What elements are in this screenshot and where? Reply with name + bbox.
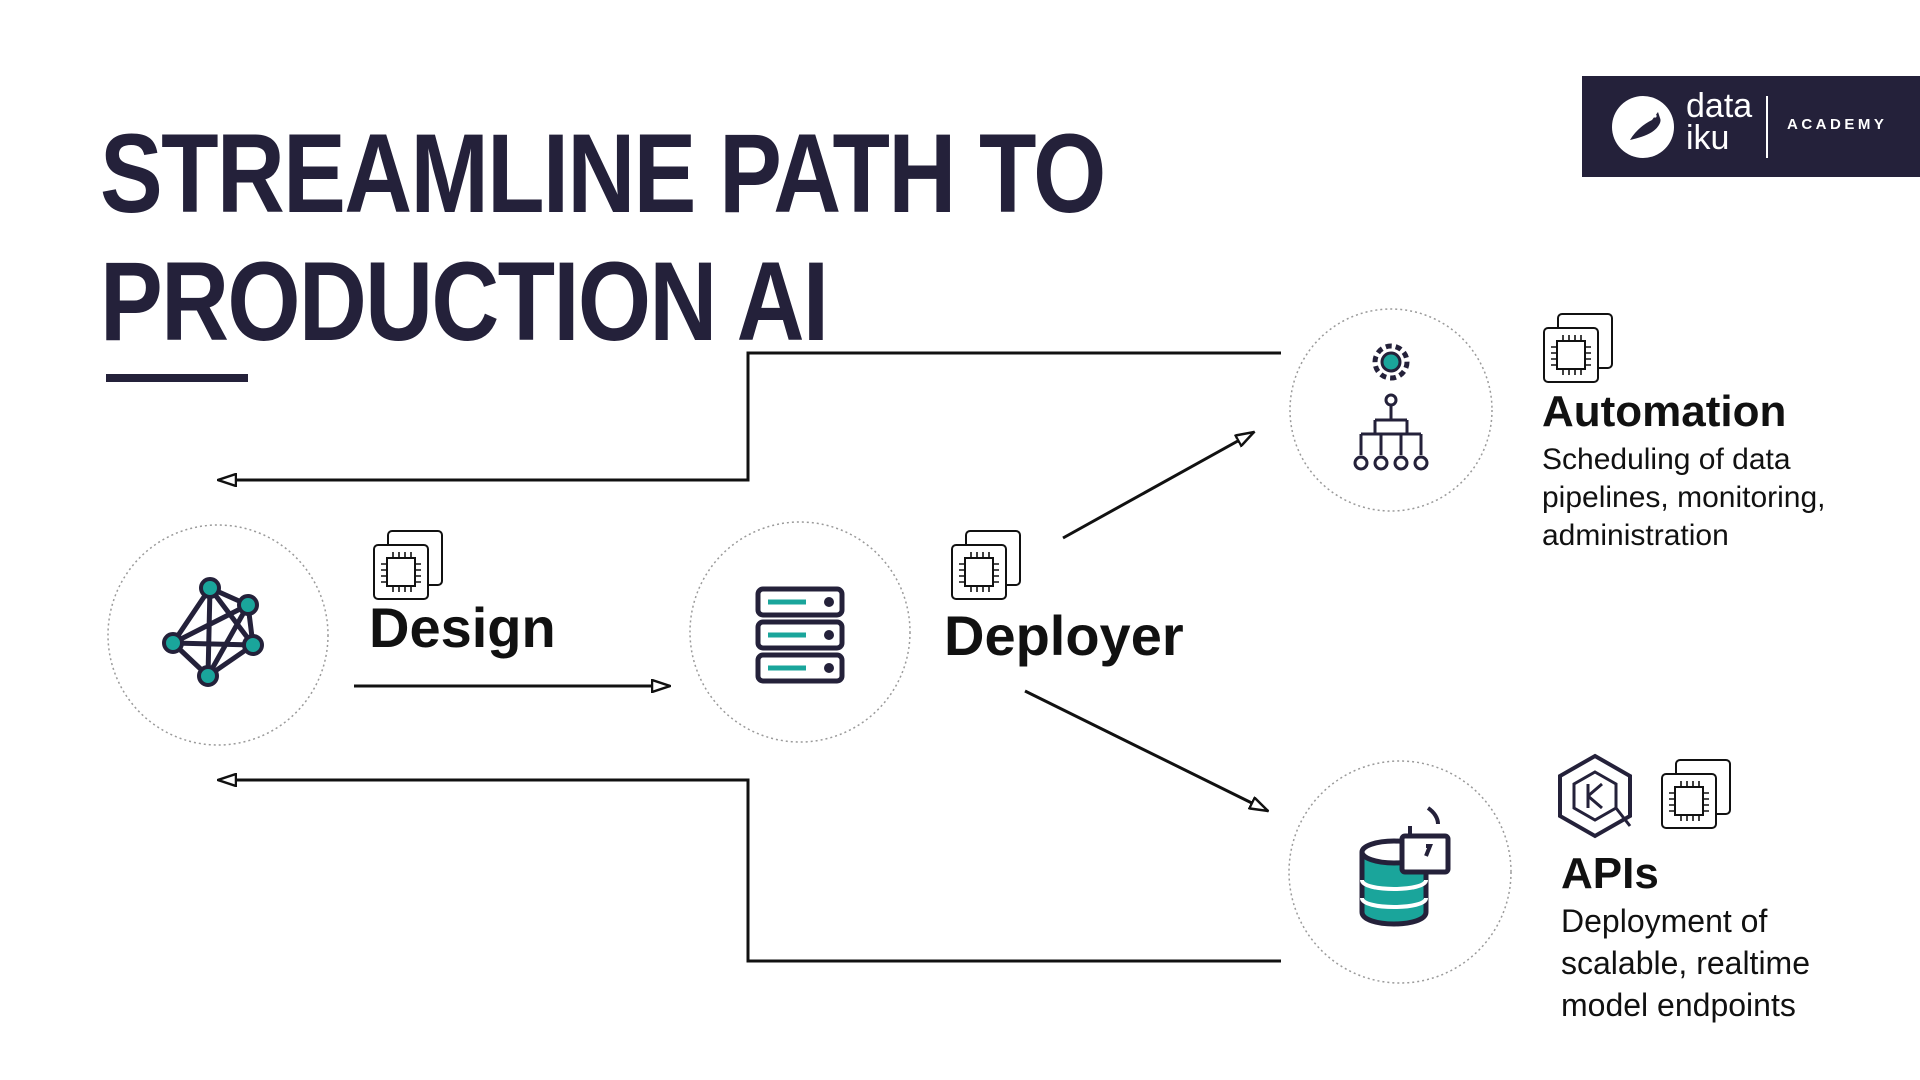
- design-node-circle: [107, 524, 329, 746]
- arrow-deployer-to-apis: [1024, 689, 1268, 811]
- automation-label: Automation: [1542, 387, 1787, 436]
- brand-word-top: data: [1686, 87, 1753, 125]
- brand-divider: [1766, 96, 1768, 158]
- brand-tagline: ACADEMY: [1787, 116, 1888, 133]
- chip-icon-design: [373, 530, 443, 600]
- chip-icon-apis: [1661, 759, 1731, 829]
- brand-word-bottom: iku: [1686, 119, 1730, 157]
- chip-icon-automation: [1543, 313, 1613, 383]
- apis-description-line-3: model endpoints: [1561, 987, 1796, 1023]
- apis-description: Deployment of scalable, realtime model e…: [1561, 900, 1810, 1026]
- database-plug-icon: [1359, 806, 1451, 927]
- arrow-deployer-to-automation: [1062, 432, 1254, 540]
- server-stack-icon: [755, 586, 845, 684]
- deployer-node-circle: [689, 521, 911, 743]
- return-arrow-automation-to-design: [218, 351, 1281, 480]
- apis-description-line-2: scalable, realtime: [1561, 945, 1810, 981]
- network-graph-icon: [162, 577, 264, 687]
- kubernetes-hex-icon: [1558, 753, 1632, 839]
- automation-description: Scheduling of data pipelines, monitoring…: [1542, 441, 1826, 555]
- dataiku-academy-logo: data iku ACADEMY: [1582, 76, 1920, 177]
- gear-hierarchy-icon: [1353, 343, 1429, 471]
- deployer-label: Deployer: [944, 604, 1184, 667]
- automation-description-line-3: administration: [1542, 519, 1729, 552]
- automation-node-circle: [1289, 308, 1493, 512]
- automation-description-line-1: Scheduling of data: [1542, 443, 1791, 476]
- apis-node-circle: [1288, 760, 1512, 984]
- automation-description-line-2: pipelines, monitoring,: [1542, 481, 1826, 514]
- apis-label: APIs: [1561, 849, 1659, 898]
- page-title: STREAMLINE PATH TO PRODUCTION AI: [100, 110, 1106, 366]
- title-underline: [106, 374, 248, 382]
- brand-wordmark: data iku: [1686, 87, 1753, 157]
- apis-description-line-1: Deployment of: [1561, 903, 1768, 939]
- title-line-2: PRODUCTION AI: [100, 239, 829, 364]
- chip-icon-deployer: [951, 530, 1021, 600]
- title-line-1: STREAMLINE PATH TO: [100, 111, 1106, 236]
- bird-logo-icon: [1612, 96, 1674, 158]
- design-label: Design: [369, 596, 556, 659]
- return-arrow-apis-to-design: [218, 780, 1281, 963]
